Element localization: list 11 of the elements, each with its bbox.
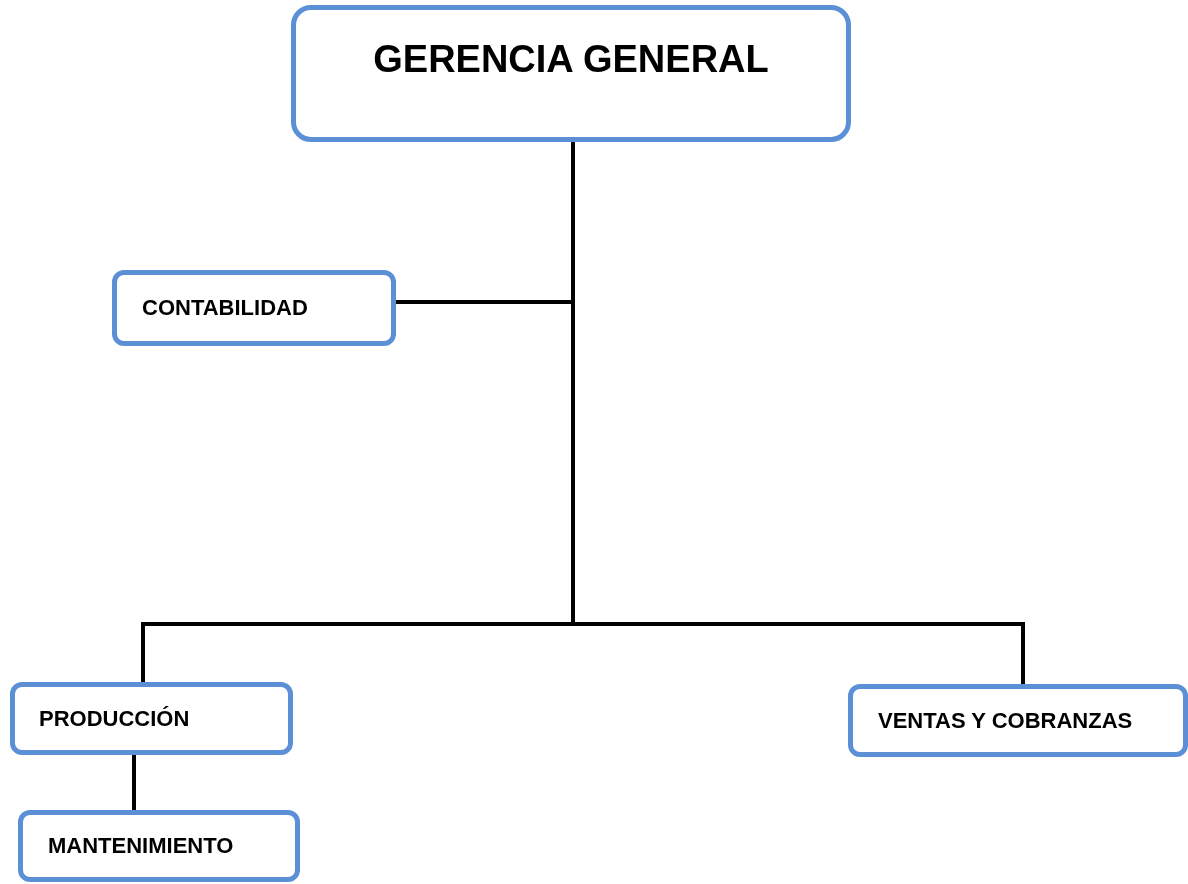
connector-line	[132, 755, 136, 810]
department-box	[10, 682, 293, 755]
node-label: VENTAS Y COBRANZAS	[878, 707, 1133, 734]
node-label: CONTABILIDAD	[142, 295, 308, 321]
department-box	[112, 270, 396, 346]
department-box	[18, 810, 300, 882]
node-label: PRODUCCIÓN	[39, 705, 190, 732]
node-label: MANTENIMIENTO	[48, 833, 234, 859]
node-label: GERENCIA GENERAL	[373, 38, 769, 81]
department-box	[848, 684, 1188, 757]
title-box	[291, 5, 851, 142]
